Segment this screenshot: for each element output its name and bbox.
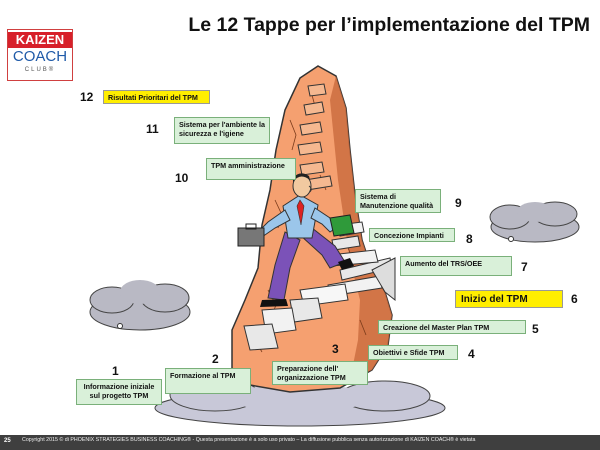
- step-number-1: 1: [112, 364, 119, 378]
- cloud-bottom: [154, 378, 446, 427]
- step-number-12: 12: [80, 90, 94, 104]
- cloud-left: [89, 280, 191, 331]
- step-number-4: 4: [468, 347, 475, 361]
- step-label-7: Aumento del TRS/OEE: [400, 256, 512, 276]
- cloud-right: [489, 201, 580, 243]
- step-number-8: 8: [466, 232, 473, 246]
- logo-line1: KAIZEN: [8, 32, 72, 48]
- rock-shadow: [330, 76, 392, 380]
- step-label-12: Risultati Prioritari del TPM: [103, 90, 210, 104]
- step-label-6: Inizio del TPM: [455, 290, 563, 308]
- step-number-9: 9: [455, 196, 462, 210]
- step-number-11: 11: [146, 122, 159, 136]
- step-label-2: Formazione al TPM: [165, 368, 251, 394]
- step-label-5: Creazione del Master Plan TPM: [378, 320, 526, 334]
- page-number: 25: [4, 438, 11, 444]
- step-label-10: TPM amministrazione: [206, 158, 296, 180]
- stairs: [243, 83, 396, 351]
- logo-line2: COACH: [12, 48, 68, 65]
- step-number-10: 10: [175, 171, 189, 185]
- step-label-9: Sistema di Manutenzione qualità: [355, 189, 441, 213]
- slide-title: Le 12 Tappe per l’implementazione del TP…: [188, 14, 590, 36]
- footer-bar: 25 Copyright 2015 © di PHOENIX STRATEGIE…: [0, 435, 600, 450]
- step-label-3: Preparazione dell' organizzazione TPM: [272, 361, 368, 385]
- copyright-text: Copyright 2015 © di PHOENIX STRATEGIES B…: [22, 437, 476, 443]
- logo-line3: CLUB®: [24, 67, 56, 73]
- step-label-1: Informazione iniziale sul progetto TPM: [76, 379, 162, 405]
- step-number-2: 2: [212, 352, 219, 366]
- step-label-11: Sistema per l'ambiente la sicurezza e l'…: [174, 117, 270, 144]
- climbing-businessman: [237, 173, 355, 307]
- step-number-7: 7: [521, 260, 528, 274]
- step-number-3: 3: [332, 342, 339, 356]
- step-number-6: 6: [571, 292, 578, 306]
- kaizen-coach-logo: KAIZEN COACH CLUB®: [7, 29, 73, 81]
- step-label-4: Obiettivi e Sfide TPM: [368, 345, 458, 360]
- step-number-5: 5: [532, 322, 539, 336]
- step-label-8: Concezione Impianti: [369, 228, 455, 242]
